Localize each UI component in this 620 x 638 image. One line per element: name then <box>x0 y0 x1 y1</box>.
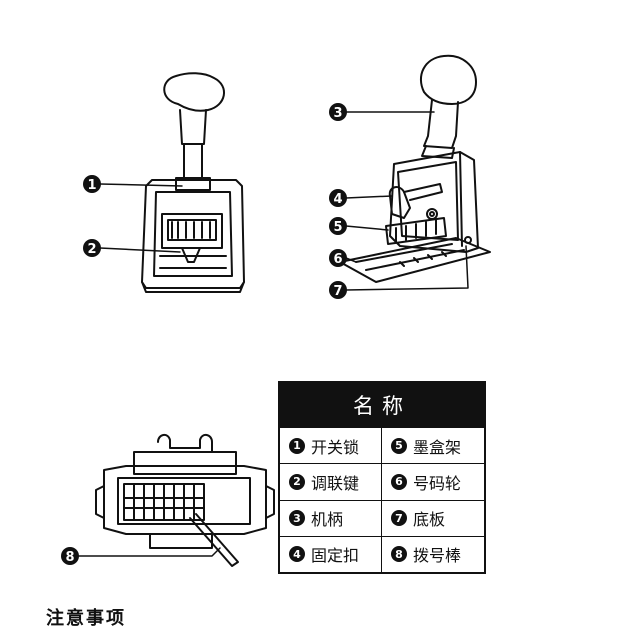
legend-number: 6 <box>391 473 407 490</box>
callout-6: 6 <box>329 249 347 267</box>
legend-item: 4 固定扣 <box>280 535 382 572</box>
parts-legend-table: 名称 1 开关锁 5 墨盒架 2 调联键 6 号码轮 3 机柄 7 底板 4 固… <box>278 381 486 574</box>
legend-item: 7 底板 <box>382 499 484 536</box>
legend-label: 固定扣 <box>311 546 360 566</box>
side-view <box>339 54 491 283</box>
legend-number: 8 <box>391 546 407 563</box>
callout-8: 8 <box>61 547 79 565</box>
legend-number: 7 <box>391 510 407 527</box>
callout-2: 2 <box>83 239 101 257</box>
callout-2-label: 2 <box>87 242 96 257</box>
legend-label: 调联键 <box>311 473 360 493</box>
callout-7-label: 7 <box>333 284 342 299</box>
notes-heading: 注意事项 <box>46 608 126 629</box>
callout-markers: 1 2 3 4 5 6 7 8 <box>61 103 347 565</box>
legend-label: 拨号棒 <box>413 546 462 566</box>
callout-1: 1 <box>83 175 101 193</box>
legend-label: 底板 <box>413 510 446 530</box>
callout-1-label: 1 <box>87 178 96 193</box>
legend-number: 5 <box>391 437 407 454</box>
front-view <box>141 72 245 293</box>
legend-item: 5 墨盒架 <box>382 427 484 463</box>
legend-item: 6 号码轮 <box>382 463 484 499</box>
callout-7: 7 <box>329 281 347 299</box>
legend-number: 1 <box>289 437 305 454</box>
legend-item: 3 机柄 <box>280 499 382 536</box>
callout-5: 5 <box>329 217 347 235</box>
legend-item: 2 调联键 <box>280 463 382 500</box>
callout-4-label: 4 <box>333 192 342 207</box>
legend-label: 墨盒架 <box>413 437 462 457</box>
legend-title: 名称 <box>280 383 484 427</box>
bottom-view <box>95 434 275 567</box>
legend-label: 开关锁 <box>311 437 360 457</box>
legend-number: 3 <box>289 510 305 527</box>
callout-8-label: 8 <box>65 550 74 565</box>
legend-number: 4 <box>289 546 305 563</box>
leader-lines <box>77 111 469 557</box>
callout-6-label: 6 <box>333 252 342 267</box>
legend-label: 机柄 <box>311 510 344 530</box>
legend-number: 2 <box>289 473 305 490</box>
legend-label: 号码轮 <box>413 473 462 493</box>
legend-item: 8 拨号棒 <box>382 535 484 572</box>
legend-item: 1 开关锁 <box>280 427 382 464</box>
callout-5-label: 5 <box>333 220 342 235</box>
callout-3-label: 3 <box>333 106 342 121</box>
callout-3: 3 <box>329 103 347 121</box>
callout-4: 4 <box>329 189 347 207</box>
legend-grid: 1 开关锁 5 墨盒架 2 调联键 6 号码轮 3 机柄 7 底板 4 固定扣 … <box>280 427 484 572</box>
